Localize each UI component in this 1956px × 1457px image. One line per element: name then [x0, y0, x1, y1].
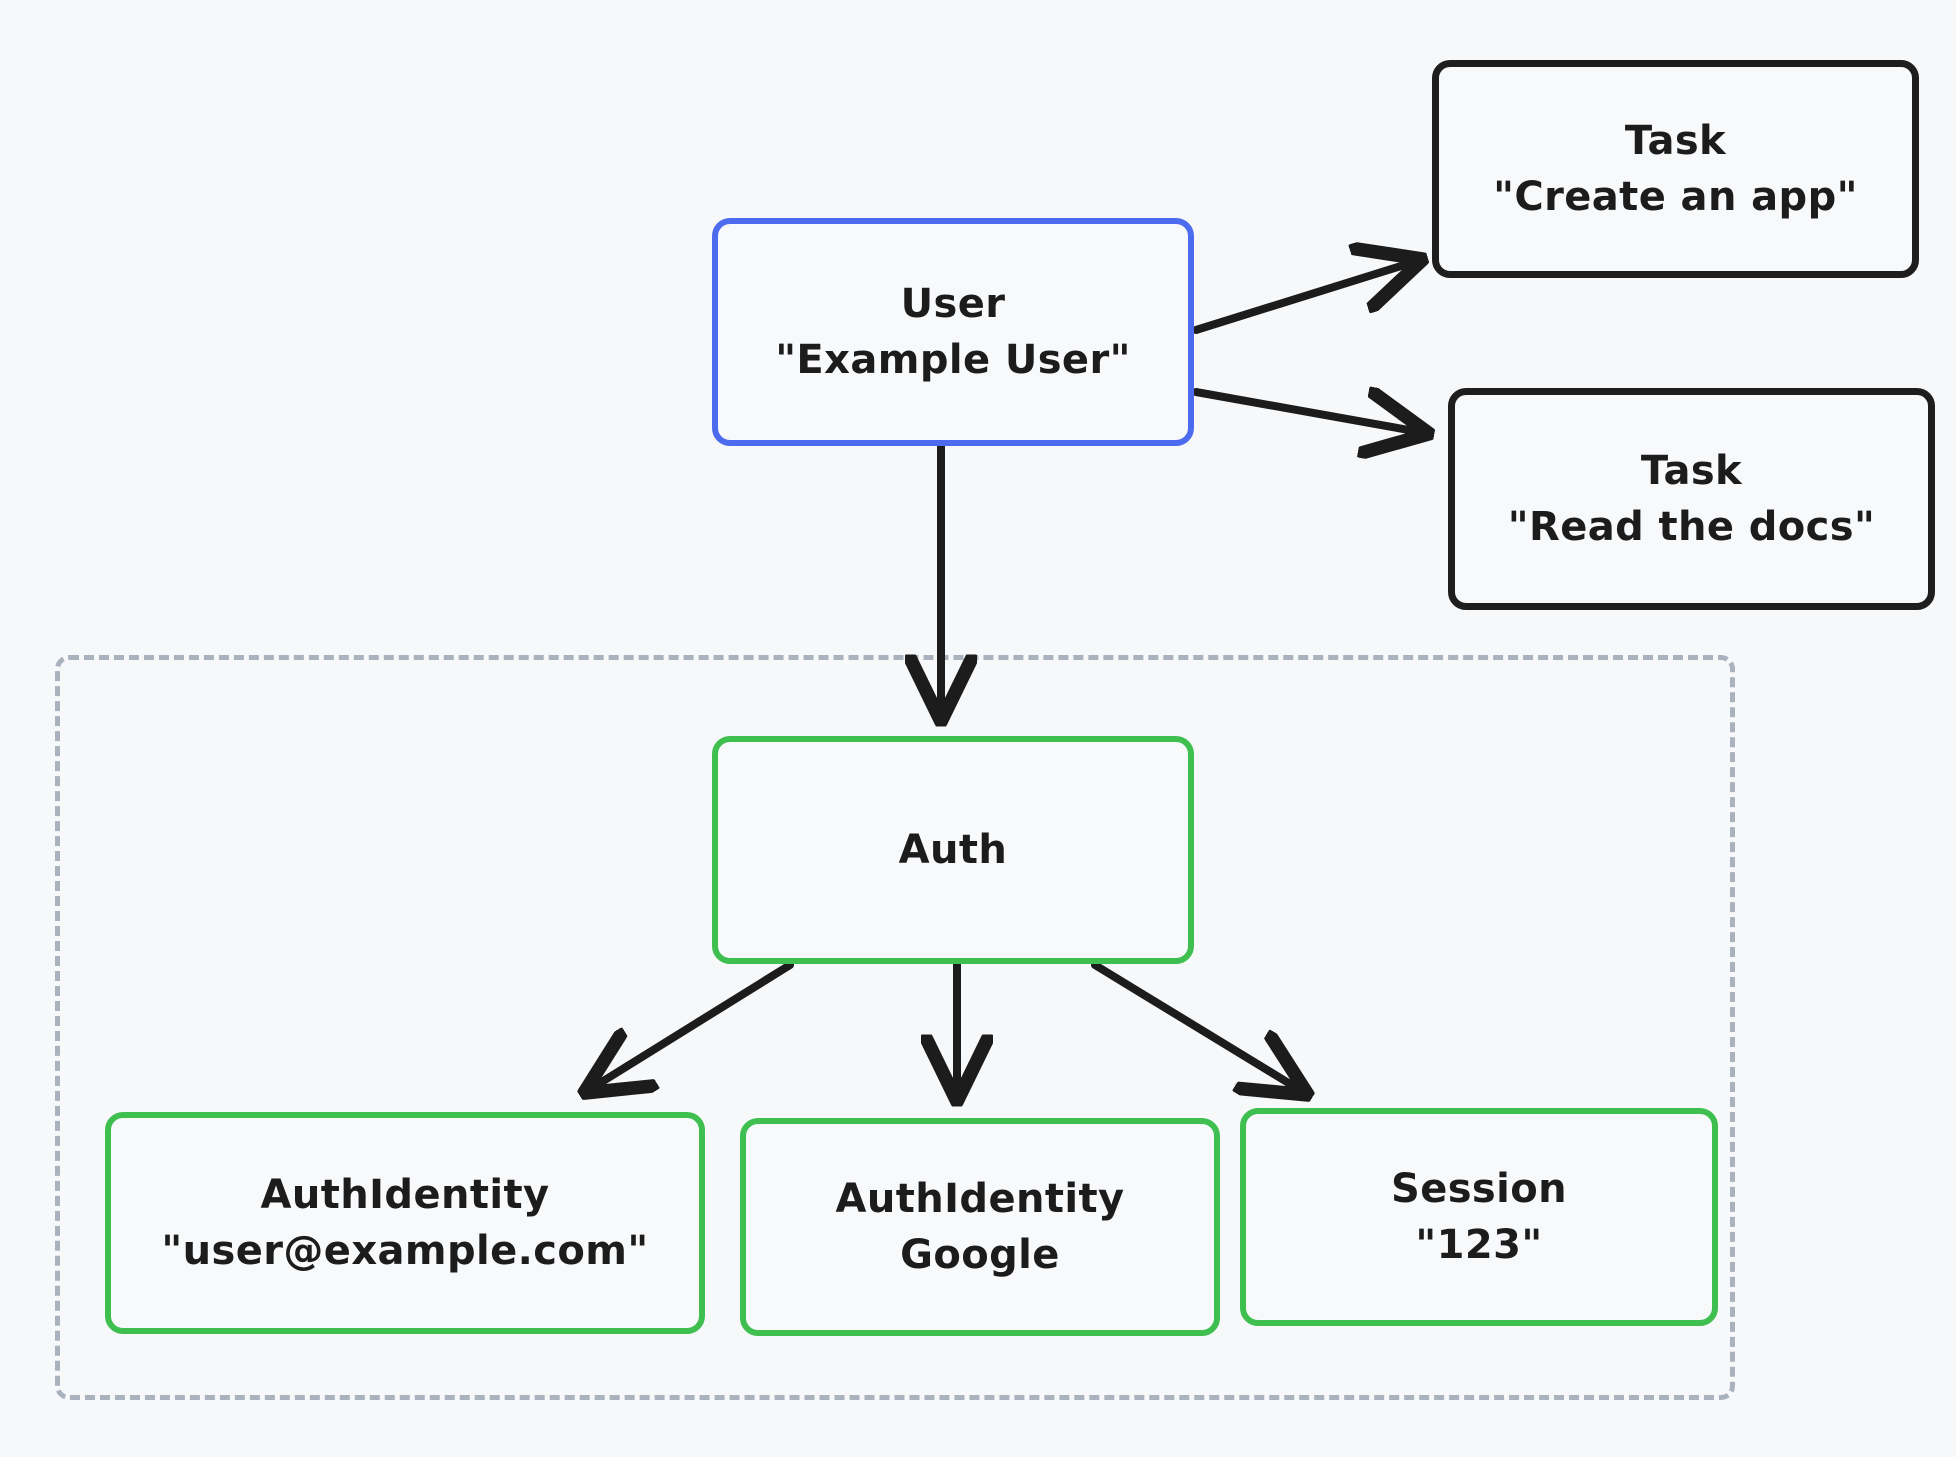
node-user-subtitle: "Example User" [775, 337, 1131, 383]
node-task-create-title: Task [1624, 118, 1727, 164]
auth-group-container [55, 655, 1735, 1400]
node-session-title: Session [1390, 1166, 1568, 1212]
node-task-read[interactable]: Task "Read the docs" [1448, 388, 1935, 610]
edge-user-to-task-create [1192, 262, 1414, 334]
node-authidentity-email-subtitle: "user@example.com" [161, 1228, 649, 1274]
node-authidentity-email-title: AuthIdentity [260, 1172, 550, 1218]
node-user[interactable]: User "Example User" [712, 218, 1194, 446]
node-user-title: User [900, 281, 1006, 327]
node-session[interactable]: Session "123" [1240, 1108, 1718, 1326]
edge-user-to-task-read [1192, 392, 1420, 432]
node-auth-title: Auth [898, 827, 1008, 873]
node-task-read-title: Task [1640, 448, 1743, 494]
node-authidentity-google[interactable]: AuthIdentity Google [740, 1118, 1220, 1336]
node-authidentity-google-title: AuthIdentity [835, 1176, 1125, 1222]
node-authidentity-email[interactable]: AuthIdentity "user@example.com" [105, 1112, 705, 1334]
node-session-subtitle: "123" [1415, 1222, 1543, 1268]
node-task-read-subtitle: "Read the docs" [1507, 504, 1876, 550]
node-task-create[interactable]: Task "Create an app" [1432, 60, 1919, 278]
node-task-create-subtitle: "Create an app" [1493, 174, 1858, 220]
node-auth[interactable]: Auth [712, 736, 1194, 964]
node-authidentity-google-subtitle: Google [900, 1232, 1060, 1278]
